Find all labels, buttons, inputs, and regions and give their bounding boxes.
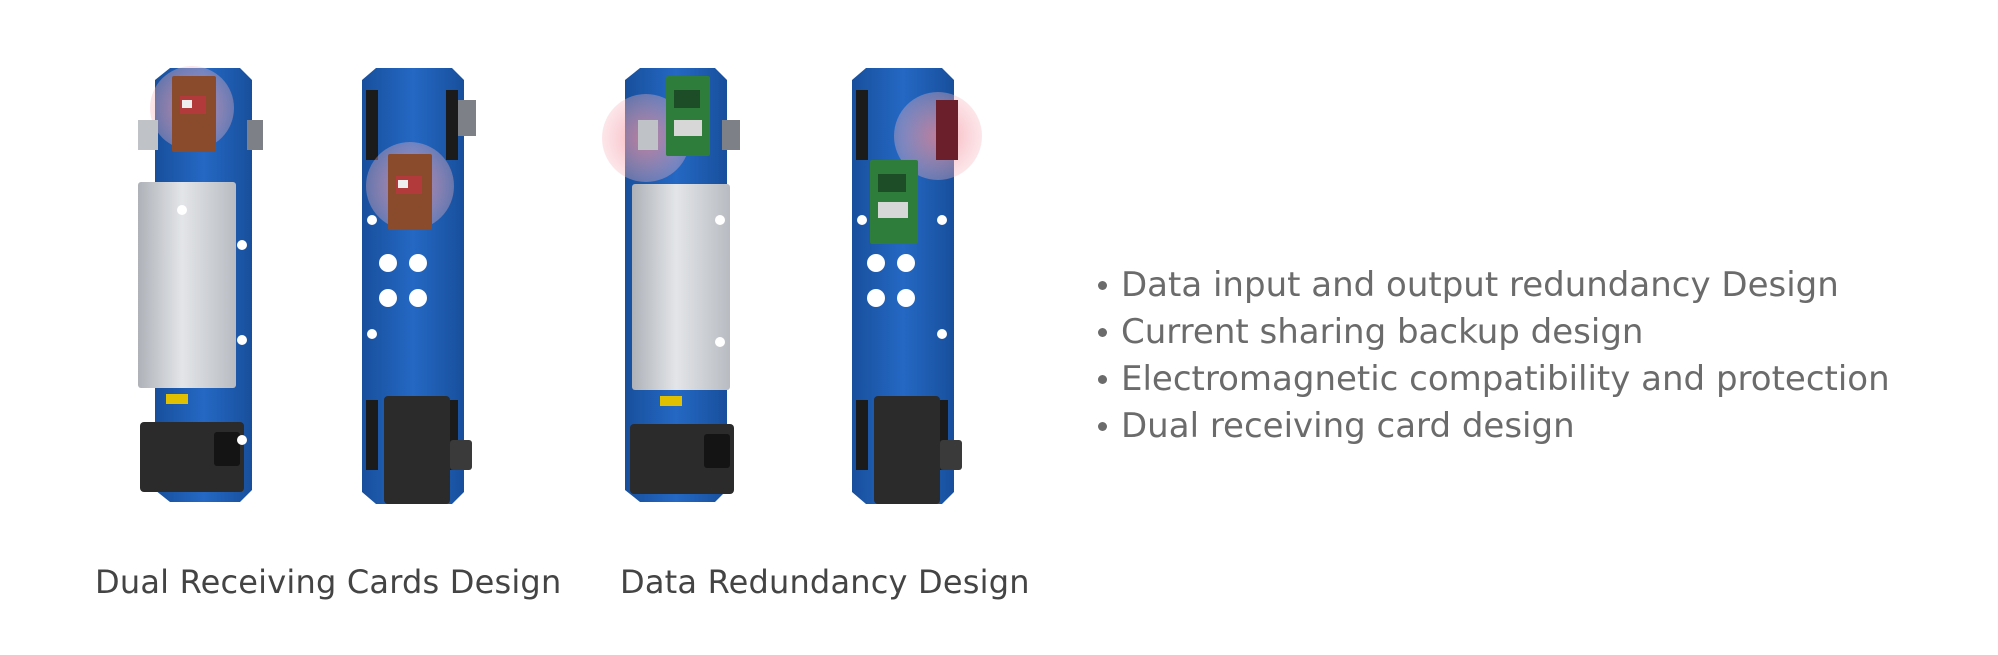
receiving-card [666, 76, 710, 156]
feature-text: Data input and output redundancy Design [1121, 265, 1839, 305]
power-connector [384, 396, 450, 504]
power-connector [874, 396, 940, 504]
module-back-view [362, 68, 476, 504]
bullet-icon [1098, 281, 1107, 290]
bullet-icon [1098, 375, 1107, 384]
feature-list: Data input and output redundancy Design … [1094, 262, 1890, 450]
feature-text: Electromagnetic compatibility and protec… [1121, 359, 1890, 399]
module-front-view [138, 66, 263, 502]
module-front-view [602, 68, 740, 502]
product-caption-data-redundancy: Data Redundancy Design [620, 563, 1030, 601]
power-supply [138, 182, 236, 388]
product-caption-dual-receiving: Dual Receiving Cards Design [95, 563, 562, 601]
product-dual-receiving-cards [130, 60, 490, 510]
feature-text: Current sharing backup design [1121, 312, 1644, 352]
bullet-icon [1098, 422, 1107, 431]
feature-item: Data input and output redundancy Design [1094, 262, 1890, 309]
module-back-view [852, 68, 982, 504]
bullet-icon [1098, 328, 1107, 337]
product-data-redundancy [600, 60, 1000, 510]
feature-item: Dual receiving card design [1094, 403, 1890, 450]
feature-text: Dual receiving card design [1121, 406, 1575, 446]
feature-item: Electromagnetic compatibility and protec… [1094, 356, 1890, 403]
feature-item: Current sharing backup design [1094, 309, 1890, 356]
power-supply [632, 184, 730, 390]
